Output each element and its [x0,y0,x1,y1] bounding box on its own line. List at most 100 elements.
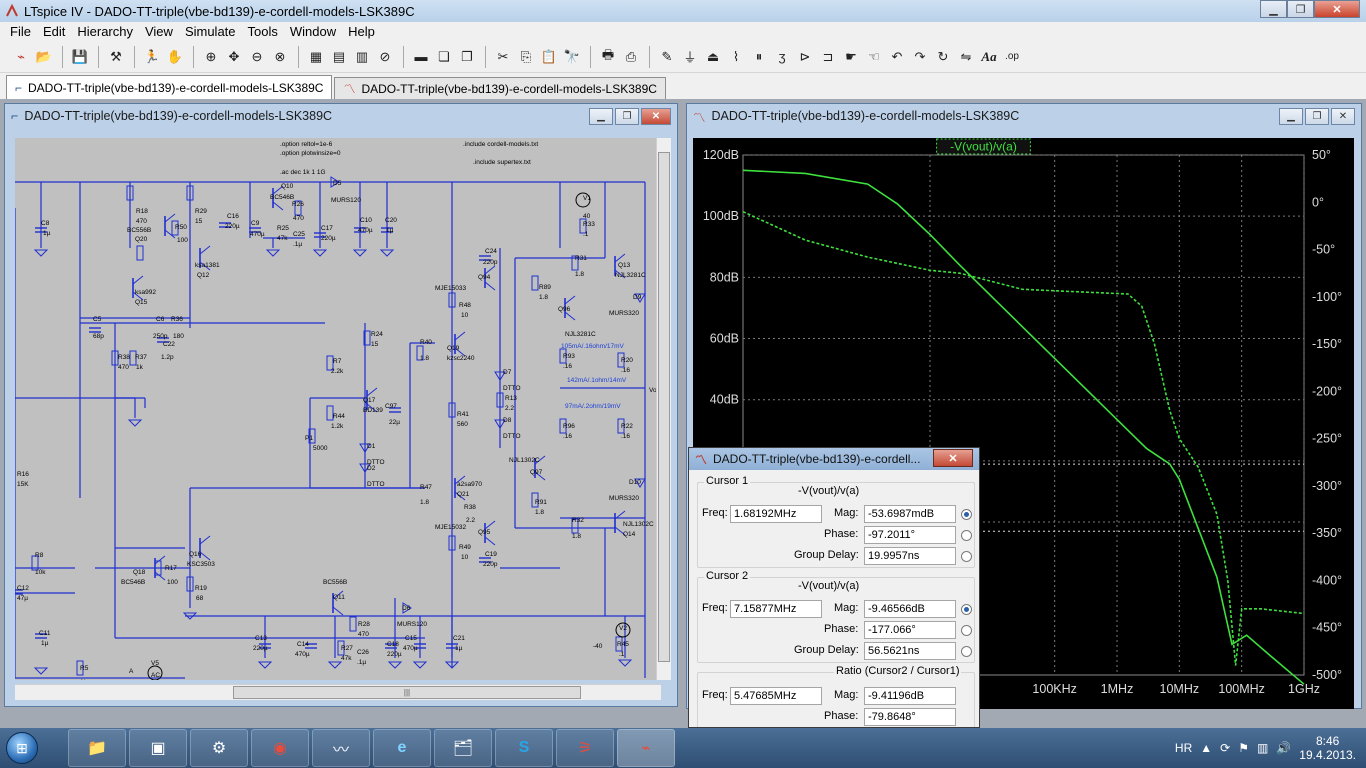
menu-file[interactable]: File [10,24,31,39]
ratio-phase-field[interactable]: -79.8648° [864,708,956,726]
new-schematic-icon[interactable]: ⌁ [17,48,25,64]
menu-window[interactable]: Window [289,24,337,39]
halt-icon[interactable]: ✋ [166,48,184,64]
spice-directive-icon[interactable]: .op [1005,51,1019,62]
run-icon[interactable]: 🏃 [143,48,161,64]
menu-view[interactable]: View [144,24,173,39]
component-icon[interactable]: ⊐ [822,48,834,64]
cursor1-mag-field[interactable]: -53.6987mdB [864,505,956,523]
tile-horizontal-icon[interactable]: ▬ [414,49,428,64]
cursor2-group-delay-field[interactable]: 56.5621ns [864,642,956,660]
draw-wire-icon[interactable]: ✎ [661,48,673,64]
menu-hierarchy[interactable]: Hierarchy [77,24,133,39]
cursor2-phase-field[interactable]: -177.066° [864,621,956,639]
minimize-button[interactable]: ▁ [589,108,613,125]
ltspice-taskbar-icon[interactable]: ⌁ [617,729,675,767]
cursor1-phase-field[interactable]: -97.2011° [864,526,956,544]
cut-icon[interactable]: ✂ [497,48,509,64]
close-button[interactable]: ✕ [1331,108,1355,125]
menu-edit[interactable]: Edit [42,24,66,39]
restore-button[interactable]: ❐ [1305,108,1329,125]
tools-taskbar-icon[interactable]: ⚙ [190,729,248,767]
minimize-button[interactable]: ▁ [1279,108,1303,125]
copy-icon[interactable]: ⎘ [520,48,532,64]
probe-icon[interactable]: ⊘ [379,48,391,64]
ratio-mag-field[interactable]: -9.41196dB [864,687,956,705]
find-icon[interactable]: 🔭 [563,48,581,64]
close-button[interactable]: ✕ [1314,0,1360,18]
resistor-icon[interactable]: ⌇ [732,48,740,64]
tile-vertical-icon[interactable]: ❐ [461,48,473,64]
scroll-thumb[interactable] [658,152,670,662]
skype-taskbar-icon[interactable]: S [495,729,553,767]
menu-simulate[interactable]: Simulate [184,24,236,39]
minimize-button[interactable]: ▁ [1260,0,1287,18]
cursor2-freq-field[interactable]: 7.15877MHz [730,600,822,618]
cursor1-gd-radio[interactable] [961,551,972,562]
tab-waveform[interactable]: 〽 DADO-TT-triple(vbe-bd139)-e-cordell-mo… [334,77,666,99]
autorange-icon[interactable]: ▦ [309,48,323,64]
acrobat-taskbar-icon[interactable]: ⚞ [556,729,614,767]
grid-icon[interactable]: ▤ [332,48,346,64]
flag-icon[interactable]: ⚑ [1238,741,1249,755]
mirror-icon[interactable]: ⇋ [960,48,972,64]
internet-explorer-taskbar-icon[interactable]: e [373,729,431,767]
component-label: 100 [177,237,188,244]
diode-icon[interactable]: ⊳ [799,48,811,64]
sync-icon[interactable]: ⟳ [1220,741,1231,755]
cursor2-mag-radio[interactable] [961,604,972,615]
drag-hand-icon[interactable]: ☜ [868,48,880,64]
text-icon[interactable]: Aa [981,48,997,64]
label-net-icon[interactable]: ⏏ [706,48,720,64]
folder-taskbar-icon[interactable]: 🗂 [434,729,492,767]
volume-icon[interactable]: 🔊 [1276,741,1292,755]
cascade-icon[interactable]: ❏ [438,48,450,64]
ground-icon[interactable]: ⏚ [683,50,697,65]
paste-icon[interactable]: 📋 [540,48,558,64]
restore-button[interactable]: ❐ [615,108,639,125]
move-hand-icon[interactable]: ☛ [845,48,857,64]
media-taskbar-icon[interactable]: ▣ [129,729,187,767]
inductor-icon[interactable]: ʒ [778,49,786,64]
schematic-canvas[interactable]: .option reltol=1e-6.option plotwinsize=0… [15,138,661,680]
app-red-taskbar-icon[interactable]: ◉ [251,729,309,767]
network-icon[interactable]: ▥ [1256,741,1269,755]
save-icon[interactable]: 💾 [71,48,89,64]
undo-icon[interactable]: ↶ [891,48,903,64]
tab-schematic[interactable]: ⌐ DADO-TT-triple(vbe-bd139)-e-cordell-mo… [6,75,333,99]
close-button[interactable]: ✕ [641,108,671,125]
pan-icon[interactable]: ✥ [228,48,240,64]
zoom-fit-icon[interactable]: ⊗ [274,48,286,64]
cursor2-phase-radio[interactable] [961,625,972,636]
cursor1-group-delay-field[interactable]: 19.9957ns [864,547,956,565]
close-button[interactable]: ✕ [933,449,973,467]
rotate-icon[interactable]: ↻ [937,48,949,64]
clock[interactable]: 8:46 19.4.2013. [1299,734,1356,762]
zoom-in-icon[interactable]: ⊕ [205,48,217,64]
scope-taskbar-icon[interactable]: 〰 [312,729,370,767]
menu-tools[interactable]: Tools [247,24,278,39]
cursor1-phase-radio[interactable] [961,530,972,541]
capacitor-icon[interactable]: ⏸ [755,48,763,64]
zoom-out-icon[interactable]: ⊖ [251,48,263,64]
horizontal-scrollbar[interactable]: ||| [15,684,661,700]
window-tile-icon[interactable]: ▥ [355,48,369,64]
cursor1-freq-field[interactable]: 1.68192MHz [730,505,822,523]
maximize-button[interactable]: ❐ [1287,0,1314,18]
explorer-taskbar-icon[interactable]: 📁 [68,729,126,767]
scroll-thumb[interactable]: ||| [233,686,581,699]
print-icon[interactable]: ⎙ [625,48,637,64]
print-setup-icon[interactable]: 🖶 [601,46,615,62]
ratio-freq-field[interactable]: 5.47685MHz [730,687,822,705]
cursor1-mag-radio[interactable] [961,509,972,520]
open-icon[interactable]: 📂 [35,48,53,64]
vertical-scrollbar[interactable] [656,138,671,680]
menu-help[interactable]: Help [348,24,375,39]
control-panel-icon[interactable]: ⚒ [110,48,122,64]
start-button[interactable]: ⊞ [0,728,44,768]
tray-expand-icon[interactable]: ▲ [1200,741,1213,755]
redo-icon[interactable]: ↷ [914,48,926,64]
language-indicator[interactable]: HR [1174,741,1193,755]
cursor2-mag-field[interactable]: -9.46566dB [864,600,956,618]
cursor2-gd-radio[interactable] [961,646,972,657]
